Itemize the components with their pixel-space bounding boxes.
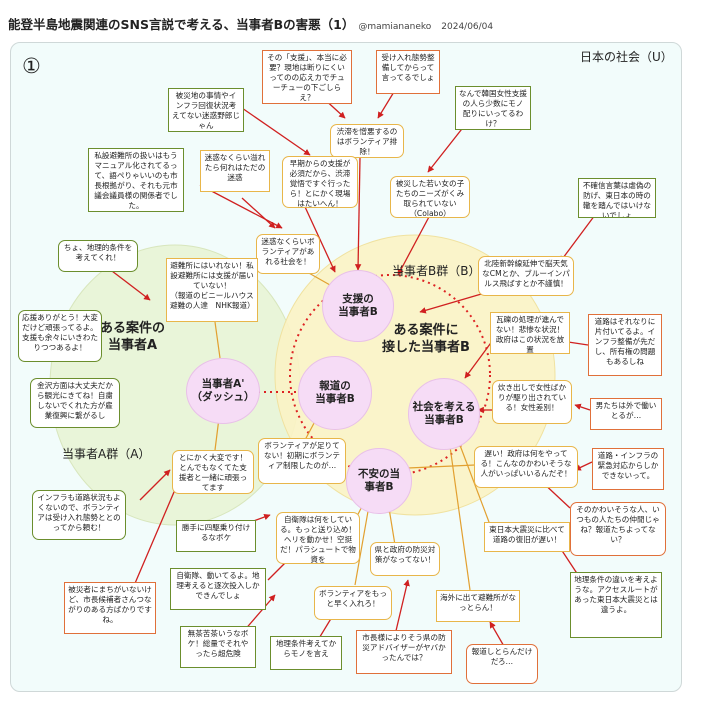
note-21: ボランティアが足りてない！初期にボランティア制限したのが…	[258, 438, 346, 484]
author-handle: @mamiananeko	[358, 22, 432, 32]
note-37: 地理条件考えてからモノを言え	[270, 636, 342, 670]
note-8: 早期からの支援が必須だから、渋滞覚悟ですぐ行ったら！とにかく現場はたいへん！	[282, 156, 358, 208]
note-38: 市長様によりそう県の防災アドバイザーがヤバかったんでは？	[356, 630, 452, 674]
note-14: 北陸新幹線延伸で脳天気なCMとか、ブルーインパルス飛ばすとか不謹慎！	[478, 256, 574, 296]
note-18: 金沢方面は大丈夫だから観光にきてね！自粛しないでくれた方が雇業復興に繋がるし	[30, 378, 120, 428]
note-24: 道路・インフラの緊急対応からしかできないって。	[592, 448, 664, 490]
note-30: 自衛隊、動いてるよ。地理考えると逐次投入しかできんでしょ	[170, 568, 266, 610]
note-2: 受け入れ態勢整備してからって言ってるでしょ	[376, 50, 440, 94]
note-9: 被災した若い女の子たちのニーズがくみ取られていない（Colabo）	[390, 176, 470, 218]
group-a-label: 当事者A群（A）	[62, 447, 151, 461]
note-19: 炊き出しで女性ばかりが駆り出されている！女性差別！	[492, 380, 572, 424]
hub-society: 社会を考える 当事者B	[408, 378, 480, 450]
note-10: 不確信言葉は虐偽の防げ、東日本の時の轍を踏んではいけないでしょ	[578, 178, 656, 218]
hub-dash: 当事者A' （ダッシュ）	[186, 358, 260, 424]
note-25: インフラも道路状況もよくないので、ボランティアは受け入れ態勢ととのってから頼む！	[32, 490, 126, 540]
page-title: 能登半島地震関連のSNS言説で考える、当事者Bの害悪（1）@mamiananek…	[8, 14, 493, 33]
note-31: 県と政府の防災対策がなってない！	[370, 542, 440, 576]
note-28: そのかわいそうな人、いつもの人たちの仲閒じゃね？報道たちよってない？	[570, 502, 666, 556]
note-3: 被災地の事情やインフラ回復状況考えてない迷惑野郎じゃん	[168, 88, 244, 132]
note-13: 避難所にはいれない！私設避難所には支援が届いていない！ （報道のビニールハウス避…	[166, 258, 258, 322]
note-36: 無茶苦茶いうなボケ！総量でそれやったら超危険	[180, 626, 256, 668]
hub-support: 支援の 当事者B	[322, 270, 394, 342]
note-5: 渋滞を憎悪するのはボランティア排除！	[330, 124, 404, 158]
note-23: 遅い！政府は何をやってる！こんなのかわいそうな人がいっぱいいるんだぞ！	[474, 446, 578, 488]
subject-b-label: ある案件に 接した当事者B	[382, 323, 470, 355]
category-label: 日本の社会（U）	[580, 50, 673, 64]
note-33: ボランティアをもっと早く入れろ！	[314, 586, 392, 620]
note-12: 迷惑なくらいボランティアがあれる社会を！	[256, 234, 320, 274]
note-7: 迷惑なくらい溢れたら何れはただの迷惑	[200, 150, 270, 192]
note-22: とにかく大変です！とんでもなくてた支援者と一緒に頑張ってます	[172, 450, 254, 494]
group-b-label: 当事者B群（B）	[392, 264, 481, 278]
note-20: 男たちは外で働いとるが…	[590, 398, 662, 430]
note-39: 報道しとらんだけだろ…	[466, 644, 538, 684]
note-11: ちょ、地理的条件を考えてくれ！	[58, 240, 138, 272]
note-1: その「支援」、本当に必要？現地は断りにくいってのの応えカでチューチューの下ごしら…	[262, 50, 352, 104]
note-4: なんで韓国女性支援の人ら少数にモノ配りにいってるわけ？	[455, 86, 531, 130]
note-34: 海外に出て避難所がなっとらん！	[436, 590, 520, 622]
note-29: 東日本大震災に比べて道路の復旧が遅い！	[484, 522, 570, 552]
note-16: 瓦礫の処理が進んでない！悲惨な状況！政府はこの状況を放置	[490, 312, 570, 354]
note-26: 勝手に四駆乗り付けるなボケ	[176, 520, 256, 552]
note-15: 応援ありがとう！大変だけど頑張ってるよ。支援も余々にいきわたりつつあるよ！	[18, 310, 102, 362]
hub-anxiety: 不安の当 事者B	[346, 448, 412, 514]
panel-number: ①	[22, 54, 41, 78]
hub-report: 報道の 当事者B	[298, 356, 372, 430]
post-date: 2024/06/04	[441, 22, 494, 32]
note-17: 道路はそれなりに片付いてるよ。インフラ整備が先だし、所有権の問題もあるしね	[588, 314, 662, 376]
subject-a-label: ある案件の 当事者A	[100, 321, 166, 353]
note-35: 地理条件の違いを考えような。アクセスルートがあった東日本大震災とは違うよ。	[570, 572, 662, 638]
note-27: 自衛隊は何をしている。もっと送り込め！ヘリを動かせ！空挺だ！パラシュートで物資を	[276, 512, 360, 564]
title-text: 能登半島地震関連のSNS言説で考える、当事者Bの害悪（1）	[8, 17, 355, 32]
note-6: 私設避難所の扱いはもうマニュアル化されてるって、語ペりゃいいのも市長根拠がり、そ…	[88, 148, 184, 212]
note-32: 被災者にまちがいないけど、市長候補者さんつながりのある方ばかりですね。	[64, 582, 156, 634]
